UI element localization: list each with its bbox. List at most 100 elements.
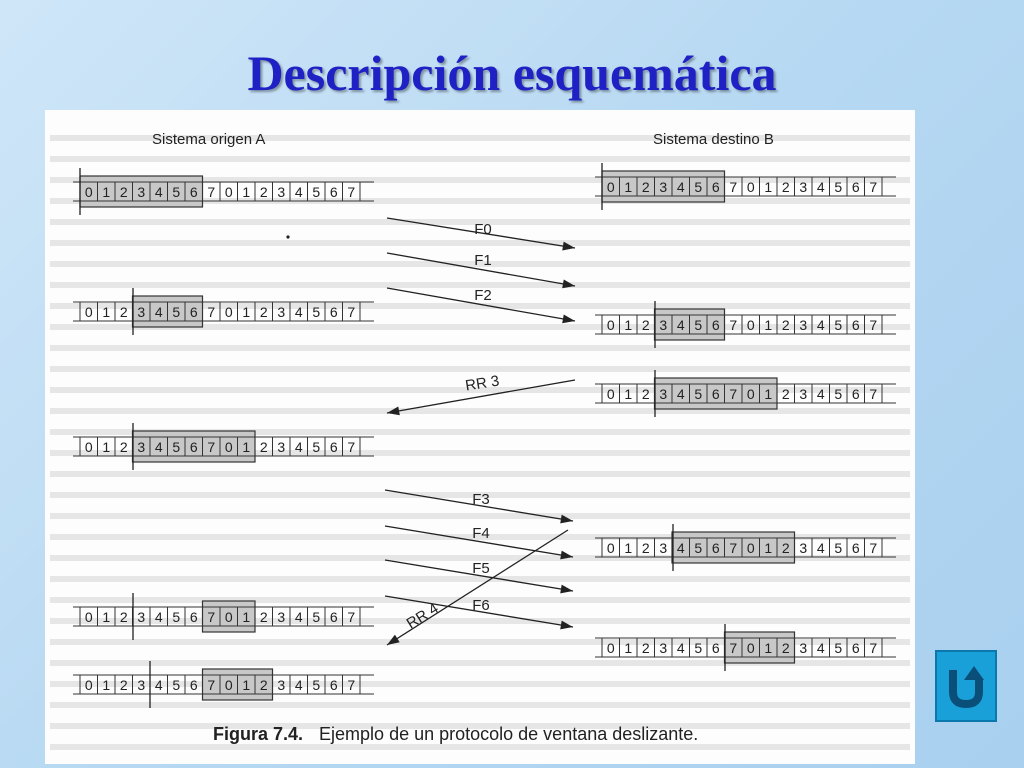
sequence-number: 2: [782, 179, 790, 195]
frame-arrow: [386, 287, 576, 322]
sequence-number: 0: [607, 179, 615, 195]
sequence-number: 6: [330, 677, 338, 693]
figure-caption: Figura 7.4.Ejemplo de un protocolo de ve…: [213, 724, 698, 745]
sequence-number: 5: [694, 317, 702, 333]
return-button[interactable]: [935, 650, 997, 722]
sliding-window: [653, 377, 778, 410]
sequence-number: 6: [330, 609, 338, 625]
frame-label: F4: [472, 525, 490, 542]
sequence-number: 4: [677, 179, 685, 195]
sequence-number: 5: [172, 439, 180, 455]
sequence-number: 5: [172, 304, 180, 320]
sequence-number: 5: [834, 540, 842, 556]
sequence-number: 0: [225, 184, 233, 200]
sequence-number: 1: [764, 386, 772, 402]
sequence-number: 2: [260, 677, 268, 693]
sequence-number: 5: [834, 640, 842, 656]
frame-label: F5: [472, 560, 490, 577]
sequence-number: 4: [295, 609, 303, 625]
sequence-number: 1: [102, 677, 110, 693]
sequence-number: 4: [817, 317, 825, 333]
sequence-number: 6: [330, 184, 338, 200]
sequence-number: 2: [642, 179, 650, 195]
sequence-number: 1: [102, 609, 110, 625]
sequence-number: 5: [172, 609, 180, 625]
sequence-number: 0: [607, 317, 615, 333]
sequence-number: 7: [729, 386, 737, 402]
sequence-number: 3: [137, 304, 145, 320]
sequence-number: 2: [120, 439, 128, 455]
arrow-head: [387, 634, 400, 645]
sequence-number: 3: [799, 317, 807, 333]
sequence-number: 0: [747, 179, 755, 195]
sequence-number: 6: [712, 179, 720, 195]
sequence-number: 4: [677, 317, 685, 333]
sequence-cell: [342, 436, 361, 457]
sequence-number: 0: [607, 540, 615, 556]
sequence-number: 7: [729, 640, 737, 656]
sequence-number: 7: [207, 304, 215, 320]
sequence-number: 6: [852, 640, 860, 656]
sequence-number: 4: [817, 386, 825, 402]
sequence-number: 0: [747, 317, 755, 333]
sequence-number: 3: [659, 640, 667, 656]
sequence-number: 2: [120, 184, 128, 200]
sequence-number: 5: [694, 540, 702, 556]
sequence-number: 2: [120, 304, 128, 320]
sequence-number: 6: [852, 386, 860, 402]
sliding-window: [601, 170, 726, 203]
sequence-number: 1: [624, 317, 632, 333]
sequence-number: 6: [712, 386, 720, 402]
sequence-number: 4: [155, 609, 163, 625]
sequence-number: 2: [260, 439, 268, 455]
arrow-head: [387, 406, 400, 416]
sequence-number: 3: [277, 677, 285, 693]
sequence-number: 4: [295, 304, 303, 320]
sequence-number: 4: [817, 540, 825, 556]
sequence-number: 3: [137, 184, 145, 200]
sequence-number: 6: [330, 439, 338, 455]
sequence-number: 5: [694, 640, 702, 656]
sequence-number: 1: [102, 184, 110, 200]
sequence-cell: [342, 606, 361, 627]
sequence-number: 5: [694, 179, 702, 195]
frame-arrow: [386, 217, 576, 249]
arrow-head: [560, 514, 573, 524]
sequence-number: 6: [852, 540, 860, 556]
scan-dot: [286, 235, 290, 239]
sequence-number: 5: [694, 386, 702, 402]
arrow-head: [560, 550, 573, 560]
arrow-head: [562, 314, 575, 324]
sequence-number: 6: [852, 317, 860, 333]
sequence-number: 3: [277, 304, 285, 320]
sequence-number: 5: [834, 179, 842, 195]
sequence-number: 7: [869, 640, 877, 656]
sequence-number: 2: [260, 184, 268, 200]
sequence-number: 4: [155, 304, 163, 320]
frame-label: F6: [472, 597, 490, 614]
sequence-number: 1: [764, 317, 772, 333]
slide-title: Descripción esquemática: [247, 45, 777, 101]
sequence-number: 0: [607, 640, 615, 656]
sequence-cell: [864, 637, 883, 658]
sequence-number: 7: [347, 677, 355, 693]
sequence-number: 7: [869, 540, 877, 556]
return-u-arrow-icon: [949, 666, 984, 709]
frame-arrow: [384, 559, 574, 592]
sequence-number: 7: [207, 184, 215, 200]
sequence-number: 6: [190, 609, 198, 625]
sequence-number: 6: [330, 304, 338, 320]
sequence-number: 6: [190, 304, 198, 320]
frame-arrow: [386, 252, 576, 287]
sequence-number: 2: [260, 304, 268, 320]
arrow-head: [560, 584, 573, 594]
sequence-number: 1: [242, 677, 250, 693]
sequence-cell: [864, 314, 883, 335]
sequence-cell: [864, 537, 883, 558]
frame-label: RR 3: [464, 372, 500, 394]
sequence-number: 4: [677, 540, 685, 556]
sequence-cell: [342, 301, 361, 322]
sequence-number: 1: [102, 304, 110, 320]
frame-arrow: [386, 379, 576, 414]
